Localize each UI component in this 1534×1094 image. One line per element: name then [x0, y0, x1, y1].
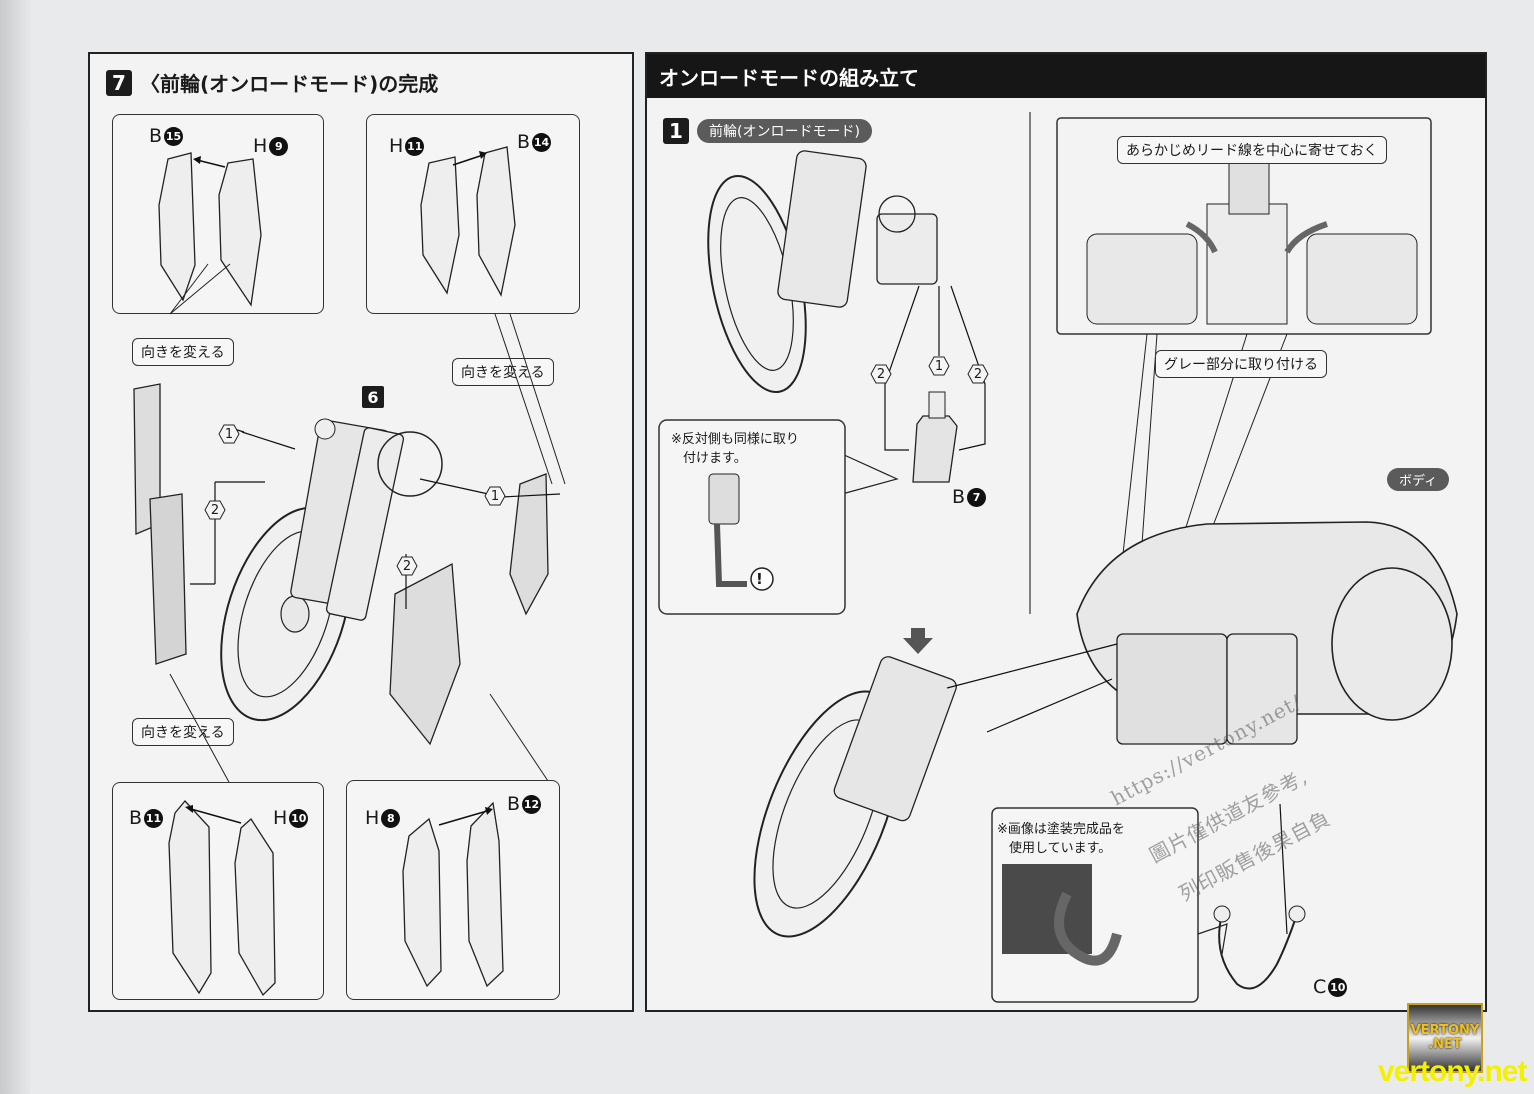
order-marker-1: 1 — [928, 356, 950, 376]
step-number-badge: 1 — [663, 118, 689, 144]
note-opposite-side: ※反対側も同様に取り 付けます。 — [671, 432, 799, 466]
callout-lead-wire-center: あらかじめリード線を中心に寄せておく — [1117, 136, 1387, 164]
body-pill: ボディ — [1387, 468, 1450, 491]
front-wheel-assembly-illustration — [133, 263, 566, 785]
callout-attach-gray: グレー部分に取り付ける — [1155, 350, 1327, 378]
vertony-logo: VERTONY .NET — [1407, 1003, 1483, 1073]
plate-parts-illustration — [420, 146, 516, 297]
order-marker-2: 2 — [967, 364, 989, 384]
site-watermark: vertony.net — [1378, 1055, 1527, 1088]
book-spine — [0, 0, 30, 1094]
order-marker-2: 2 — [396, 556, 418, 576]
order-marker-1: 1 — [218, 424, 240, 444]
callout-change-direction: 向きを変える — [132, 718, 234, 746]
step-1-heading: 1 前輪(オンロードモード) — [663, 118, 872, 144]
plate-parts-illustration — [402, 801, 504, 988]
plate-parts-illustration — [168, 800, 276, 997]
order-marker-1: 1 — [484, 486, 506, 506]
down-arrow-icon — [903, 628, 933, 654]
callout-change-direction: 向きを変える — [452, 358, 554, 386]
caution-icon: ! — [756, 570, 763, 588]
step-number-badge: 7 — [106, 69, 132, 96]
section-header: オンロードモードの組み立て — [647, 54, 1485, 98]
order-marker-2: 2 — [204, 500, 226, 520]
note-painted-sample: ※画像は塗装完成品を 使用しています。 — [997, 822, 1125, 856]
plate-parts-illustration — [158, 152, 262, 307]
step-pill-front-wheel: 前輪(オンロードモード) — [697, 119, 872, 143]
step-title: 〈前輪(オンロードモード)の完成 — [140, 72, 439, 96]
callout-change-direction: 向きを変える — [132, 338, 234, 366]
onroad-assembly-illustration — [658, 112, 1458, 1003]
right-page-onroad-assembly: オンロードモードの組み立て 1 前輪(オンロードモード) — [645, 52, 1487, 1012]
step-7-heading: 7 〈前輪(オンロードモード)の完成 — [106, 68, 438, 97]
order-marker-2: 2 — [870, 364, 892, 384]
subassembly-ref-6: 6 — [362, 386, 384, 408]
